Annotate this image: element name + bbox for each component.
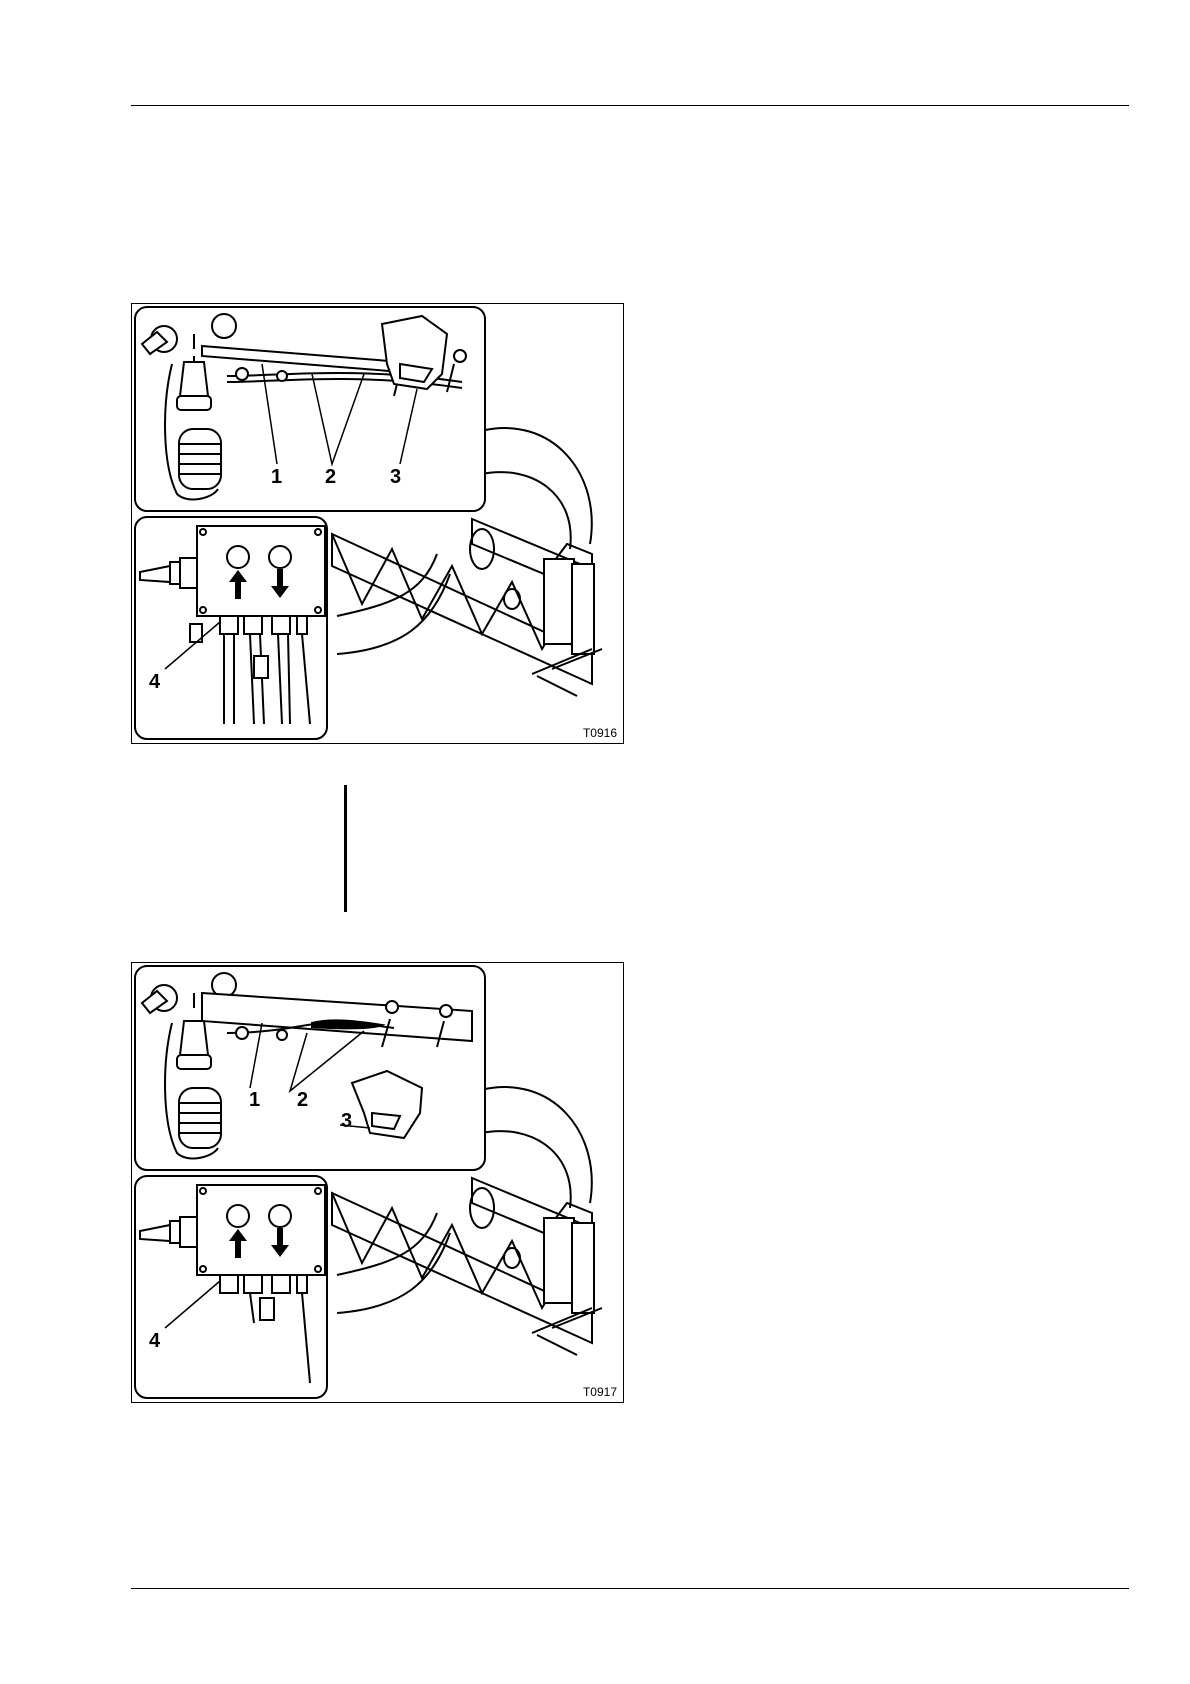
callout-2: 2: [325, 467, 336, 487]
figure-t0917: 1 2 3 4 T0917: [131, 962, 624, 1403]
callout-3: 3: [390, 467, 401, 487]
callout-2: 2: [297, 1090, 308, 1110]
callout-1: 1: [271, 467, 282, 487]
callout-3: 3: [341, 1111, 352, 1131]
callout-1: 1: [249, 1090, 260, 1110]
change-bar: [344, 785, 347, 912]
clamp-drawing: [382, 316, 447, 389]
figure-t0916-illustration: [132, 304, 623, 743]
figure-code: T0917: [583, 1385, 617, 1399]
figure-t0916: 1 2 3 4 T0916: [131, 303, 624, 744]
figure-t0917-illustration: [132, 963, 623, 1402]
callout-4: 4: [149, 672, 160, 692]
header-rule: [131, 105, 1129, 106]
footer-rule: [131, 1588, 1129, 1589]
figure-code: T0916: [583, 726, 617, 740]
callout-4: 4: [149, 1331, 160, 1351]
